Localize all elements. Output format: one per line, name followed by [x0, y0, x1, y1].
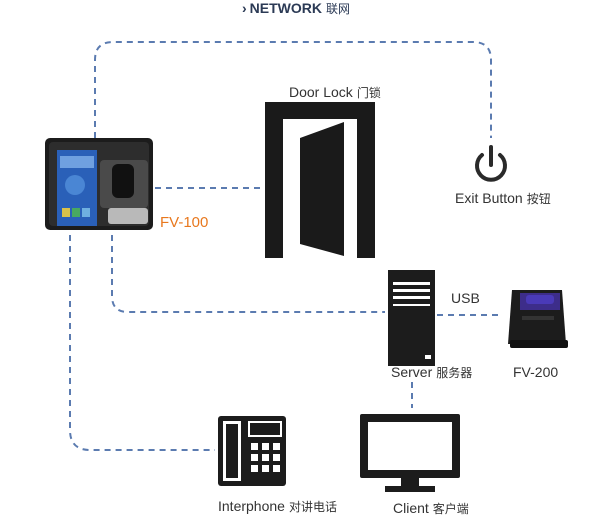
title-text-cn: 联网 [326, 2, 351, 16]
server-label-cn: 服务器 [436, 366, 473, 380]
door-lock-label-en: Door Lock [289, 84, 353, 100]
fv200-label: FV-200 [513, 364, 559, 380]
interphone-label-en: Interphone [218, 498, 285, 514]
fv100-label: FV-100 [160, 214, 209, 231]
fingerprint-terminal-icon [45, 138, 153, 230]
title-text: NETWORK [249, 0, 322, 16]
connector-lines [69, 41, 500, 451]
diagram-title: ›NETWORK 联网 [242, 0, 350, 17]
power-icon [475, 145, 507, 182]
desk-phone-icon [218, 416, 286, 486]
chevron-right-icon: › [242, 0, 247, 16]
monitor-icon [360, 414, 460, 492]
usb-label: USB [451, 290, 480, 306]
link-fv100-exit [94, 41, 492, 138]
exit-button-label-en: Exit Button [455, 190, 523, 206]
client-label-cn: 客户端 [432, 502, 469, 516]
server-tower-icon [388, 270, 435, 366]
fingerprint-scanner-icon [508, 290, 568, 348]
link-fv100-server [111, 235, 385, 313]
exit-button-label-cn: 按钮 [526, 192, 551, 206]
server-label-en: Server [391, 364, 433, 380]
door-icon [265, 102, 375, 258]
interphone-label-cn: 对讲电话 [288, 500, 337, 514]
link-fv100-interphone [69, 235, 215, 451]
door-lock-label-cn: 门锁 [356, 86, 381, 100]
client-label-en: Client [393, 500, 429, 516]
